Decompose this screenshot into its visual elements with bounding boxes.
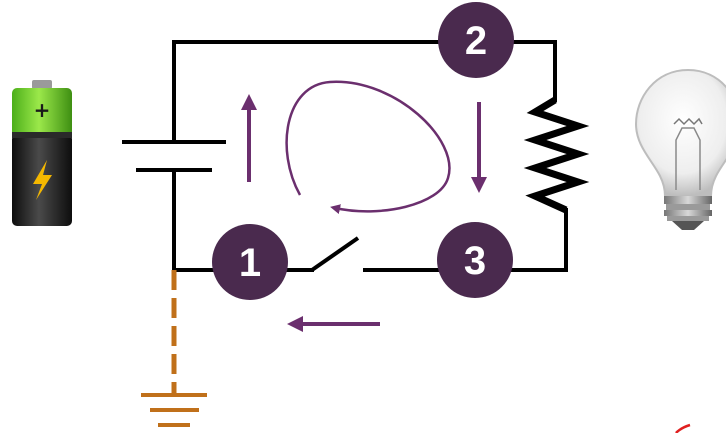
battery-plus-sign: + (34, 98, 51, 122)
resistor-icon (523, 96, 590, 214)
node-3-label: 3 (464, 239, 486, 283)
node-2: 2 (438, 2, 514, 78)
node-1-label: 1 (239, 241, 261, 285)
battery-cell-symbol (122, 140, 226, 172)
red-mark (675, 423, 691, 433)
switch-icon (310, 236, 360, 272)
light-bulb-icon (634, 68, 726, 230)
node-2-label: 2 (465, 19, 487, 63)
node-3: 3 (437, 222, 513, 298)
wire-right (363, 208, 568, 272)
wire-top (172, 40, 557, 144)
ground-symbol-icon (141, 270, 207, 427)
battery-icon: + (12, 80, 72, 226)
circulation-loop-arrow (285, 80, 451, 214)
lightning-bolt-icon (33, 160, 52, 200)
current-arrows (241, 94, 487, 332)
node-1: 1 (212, 224, 288, 300)
